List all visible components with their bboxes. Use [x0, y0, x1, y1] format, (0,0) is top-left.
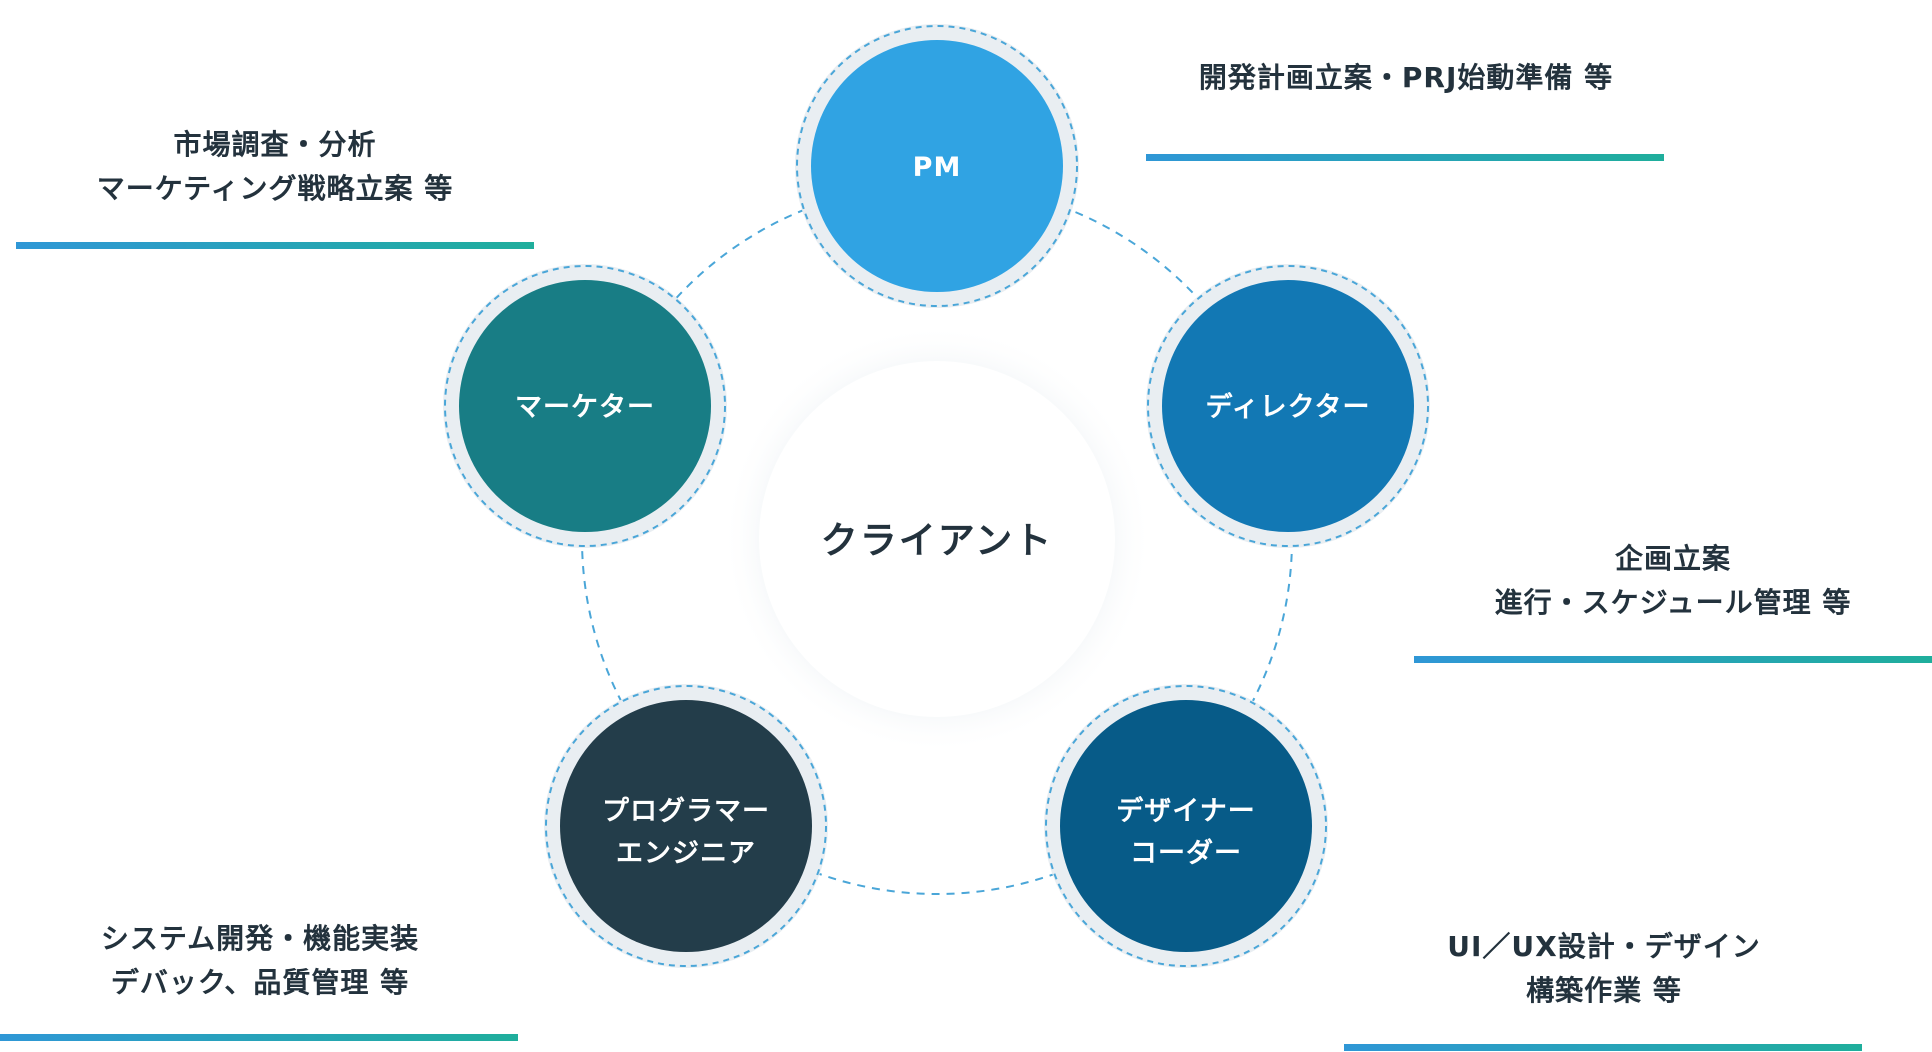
node-label: エンジニア [616, 838, 756, 869]
desc-line: 開発計画立案・PRJ始動準備 等 [1198, 61, 1614, 94]
desc-marketer: 市場調査・分析 マーケティング戦略立案 等 [20, 123, 530, 211]
node-label: マーケター [515, 392, 655, 423]
desc-line: 市場調査・分析 [173, 128, 377, 161]
node-circle [811, 40, 1063, 292]
node-label: プログラマー [602, 795, 770, 827]
desc-line: システム開発・機能実装 [100, 922, 420, 955]
node-dashed-ring [796, 25, 1078, 307]
desc-pm: 開発計画立案・PRJ始動準備 等 [1146, 56, 1666, 100]
node-pm: PM [795, 24, 1079, 308]
desc-underline-director [1414, 656, 1932, 663]
node-designer: デザイナー コーダー [1044, 684, 1328, 968]
node-circle [459, 280, 711, 532]
center-label: クライアント [821, 519, 1054, 562]
desc-line: 企画立案 [1614, 542, 1731, 575]
desc-line: マーケティング戦略立案 等 [96, 172, 454, 205]
desc-underline-programmer [0, 1034, 518, 1041]
node-dashed-ring [545, 685, 827, 967]
node-programmer: プログラマー エンジニア [544, 684, 828, 968]
desc-line: 構築作業 等 [1526, 974, 1682, 1007]
desc-director: 企画立案 進行・スケジュール管理 等 [1418, 537, 1928, 625]
node-dashed-ring [1045, 685, 1327, 967]
desc-programmer: システム開発・機能実装 デバック、品質管理 等 [0, 917, 520, 1005]
center-circle [759, 361, 1115, 717]
node-label: コーダー [1130, 837, 1242, 869]
node-circle [560, 700, 812, 952]
node-label: ディレクター [1205, 391, 1370, 423]
node-circle [1162, 280, 1414, 532]
node-director: ディレクター [1146, 264, 1430, 548]
node-label: PM [913, 152, 962, 183]
desc-designer: UI／UX設計・デザイン 構築作業 等 [1344, 925, 1864, 1013]
node-circle [1060, 700, 1312, 952]
desc-underline-marketer [16, 242, 534, 249]
desc-line: 進行・スケジュール管理 等 [1494, 586, 1852, 619]
desc-underline-pm [1146, 154, 1664, 161]
node-marketer: マーケター [443, 264, 727, 548]
desc-line: UI／UX設計・デザイン [1447, 930, 1761, 963]
desc-underline-designer [1344, 1044, 1862, 1051]
node-dashed-ring [1147, 265, 1429, 547]
node-label: デザイナー [1116, 795, 1255, 827]
desc-line: デバック、品質管理 等 [110, 966, 410, 999]
node-dashed-ring [444, 265, 726, 547]
